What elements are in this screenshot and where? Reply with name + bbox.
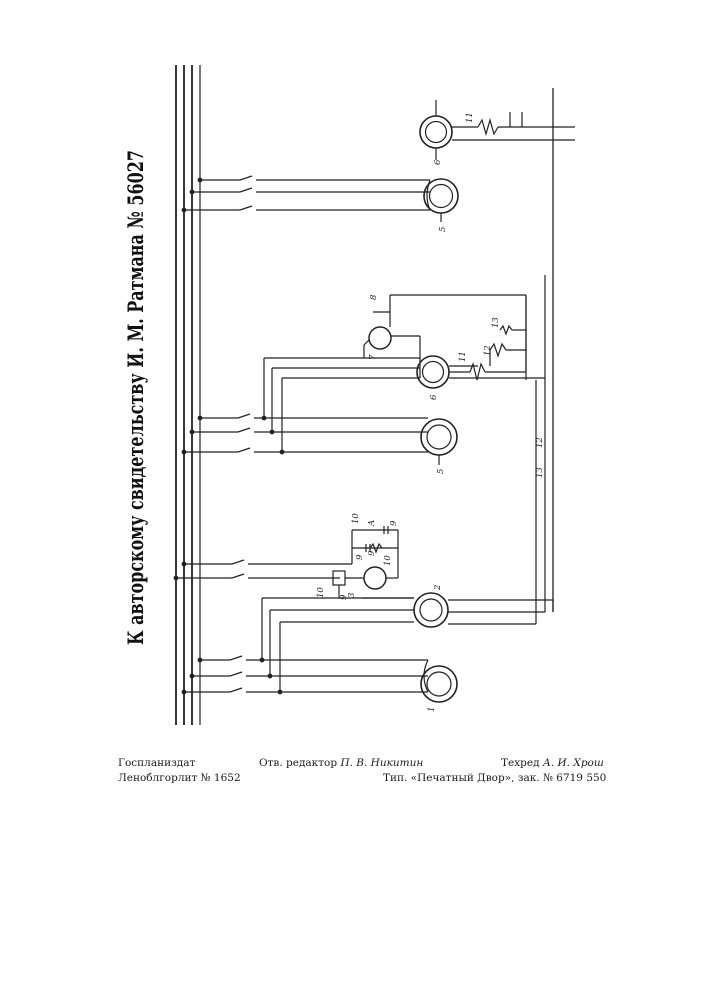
motor-1 [421,660,457,702]
label-motor-1: 1 [427,707,437,712]
label-8: 8 [369,294,379,300]
footer-tech-prefix: Техред [501,757,540,769]
label-A: A [367,520,377,527]
label-13-mid: 13 [491,317,501,328]
middle-feeder-group [182,358,428,454]
motor-3-branch [174,526,398,598]
motor-6-top [420,100,553,160]
motor-7 [364,295,420,358]
label-12-mid: 12 [483,345,493,356]
motor-5-top [424,179,458,222]
right-bus [526,88,575,624]
label-motor-2: 2 [433,585,443,591]
motor-5-middle [421,419,457,465]
label-11-top: 11 [465,112,475,123]
label-9-d: 9 [389,520,399,526]
motor-6-middle [390,295,545,388]
footer-tech: Техред А. И. Хрош [501,756,604,770]
label-11-mid: 11 [458,351,468,362]
label-9-a: 9 [339,594,349,600]
label-motor-6-middle: 6 [429,394,439,400]
label-motor-7: 7 [368,354,378,360]
document-title: К авторскому свидетельству И. М. Ратмана… [124,150,149,645]
label-motor-5-middle: 5 [436,469,446,474]
motor-2 [414,593,553,627]
main-bus-bars [176,65,200,725]
footer-editor-prefix: Отв. редактор [259,757,337,769]
footer-editor: Отв. редактор П. В. Никитин [259,756,423,770]
footer-license: Леноблгорлит № 1652 [118,771,241,785]
label-10-c: 10 [351,513,361,524]
bottom-feeder-group [182,598,428,694]
label-motor-5-top: 5 [438,227,448,232]
label-10-b: 10 [383,555,393,566]
footer-tech-name: А. И. Хрош [543,757,604,769]
label-motor-6-top: 6 [433,159,443,165]
label-9-c: 9 [367,550,377,556]
footer-publisher: Госпланиздат [118,756,195,770]
footer-editor-name: П. В. Никитин [340,757,423,769]
footer-printing: Тип. «Печатный Двор», зак. № 6719 550 [383,771,606,785]
label-wire-12: 12 [535,437,545,448]
label-9-b: 9 [355,554,365,560]
label-10-a: 10 [316,587,326,598]
top-feeder-group [182,176,430,212]
label-wire-13: 13 [535,467,545,478]
